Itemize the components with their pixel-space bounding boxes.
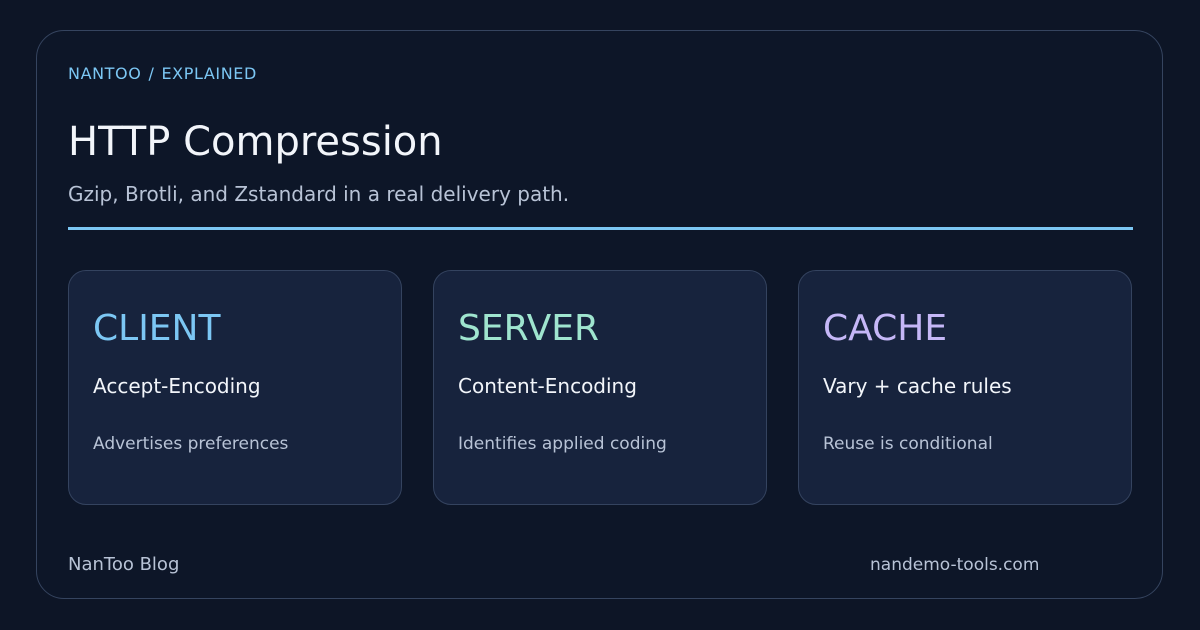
divider	[68, 227, 1133, 230]
server-card-heading: SERVER	[458, 308, 600, 349]
cache-card-heading: CACHE	[823, 308, 948, 349]
server-card-description: Identifies applied coding	[458, 434, 667, 454]
client-card-header-name: Accept-Encoding	[93, 374, 261, 398]
server-card: SERVER Content-Encoding Identifies appli…	[433, 270, 767, 505]
page-subtitle: Gzip, Brotli, and Zstandard in a real de…	[68, 182, 570, 206]
client-card-heading: CLIENT	[93, 308, 221, 349]
page-title: HTTP Compression	[68, 119, 443, 165]
breadcrumb-section: EXPLAINED	[161, 64, 257, 83]
breadcrumb-brand: NANTOO	[68, 64, 142, 83]
cache-card: CACHE Vary + cache rules Reuse is condit…	[798, 270, 1132, 505]
server-card-header-name: Content-Encoding	[458, 374, 637, 398]
cache-card-header-name: Vary + cache rules	[823, 374, 1012, 398]
breadcrumb: NANTOO / EXPLAINED	[68, 64, 257, 84]
footer-domain: nandemo-tools.com	[870, 555, 1040, 575]
client-card-description: Advertises preferences	[93, 434, 289, 454]
breadcrumb-separator: /	[148, 64, 155, 83]
client-card: CLIENT Accept-Encoding Advertises prefer…	[68, 270, 402, 505]
footer-brand: NanToo Blog	[68, 554, 180, 575]
cache-card-description: Reuse is conditional	[823, 434, 993, 454]
